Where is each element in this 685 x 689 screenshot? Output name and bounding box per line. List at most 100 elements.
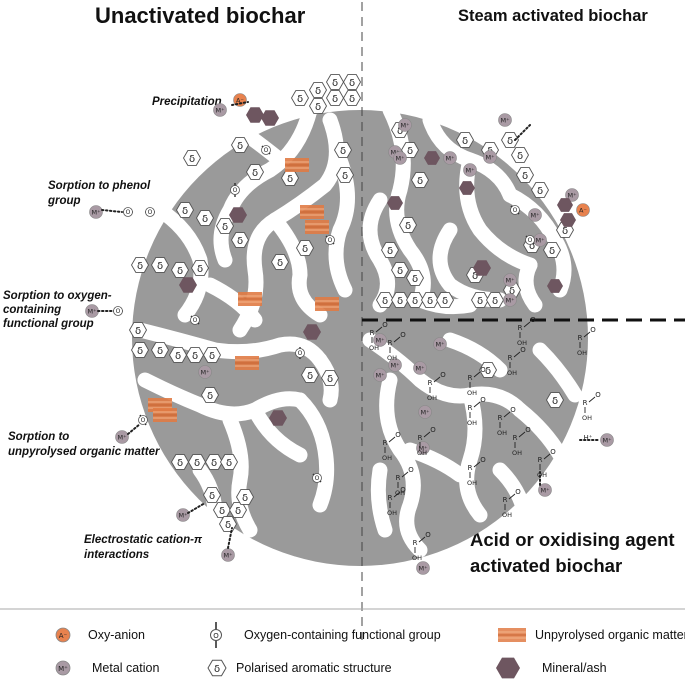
aromatic-icon xyxy=(290,90,310,106)
carboxyl-o-symbol: O xyxy=(440,371,446,379)
aromatic-icon xyxy=(515,167,535,183)
aromatic-symbol: δ xyxy=(209,491,215,502)
metal-cation-icon xyxy=(503,293,517,307)
aromatic-symbol: δ xyxy=(397,296,403,307)
carboxyl-bond xyxy=(433,376,441,383)
legend-metal-icon xyxy=(55,660,71,676)
metal-cation-icon xyxy=(416,561,430,575)
aromatic-symbol: δ xyxy=(342,171,348,182)
aromatic-symbol: δ xyxy=(509,286,515,297)
carboxyl-o-symbol: O xyxy=(525,426,531,434)
aromatic-icon xyxy=(400,142,420,158)
oxygen-group-icon xyxy=(525,235,535,245)
metal-cation-symbol: M⁺ xyxy=(505,297,514,305)
legend-unpyrolysed: Unpyrolysed organic matter xyxy=(498,628,685,642)
metal-cation-icon xyxy=(373,333,387,347)
metal-cation-symbol: M⁺ xyxy=(445,155,454,163)
aromatic-icon xyxy=(333,142,353,158)
aromatic-symbol: δ xyxy=(277,258,283,269)
aromatic-icon xyxy=(545,392,565,408)
carboxyl-oh-symbol: OH xyxy=(577,349,587,357)
legend: A⁻ Oxy-anion O Oxygen-containing functio… xyxy=(0,608,685,679)
aromatic-icon xyxy=(500,132,520,148)
mineral-icon xyxy=(269,410,287,426)
legend-metal-cation: M⁺ Metal cation xyxy=(55,660,159,676)
aromatic-symbol: δ xyxy=(175,351,181,362)
legend-mineral-label: Mineral/ash xyxy=(542,661,607,675)
metal-cation-icon xyxy=(538,483,552,497)
legend-anion-symbol: A⁻ xyxy=(59,632,68,640)
carboxyl-o-symbol: O xyxy=(408,466,414,474)
aromatic-symbol: δ xyxy=(412,296,418,307)
mineral-icon xyxy=(557,198,573,212)
oxygen-group-icon xyxy=(510,205,520,215)
metal-cation-symbol: M⁺ xyxy=(375,372,384,380)
metal-cation-icon xyxy=(413,361,427,375)
mineral-icon xyxy=(246,107,264,123)
oxy-anion-symbol: A⁻ xyxy=(236,97,244,105)
metal-cation-icon xyxy=(213,103,227,117)
carboxyl-oh-symbol: OH xyxy=(502,511,512,519)
metal-cation-icon xyxy=(503,273,517,287)
aromatic-icon xyxy=(530,182,550,198)
carboxyl-r-symbol: R xyxy=(538,456,543,464)
aromatic-symbol: δ xyxy=(226,458,232,469)
aromatic-symbol: δ xyxy=(287,174,293,185)
metal-cation-symbol: M⁺ xyxy=(535,237,544,245)
metal-cation-symbol: M⁺ xyxy=(375,337,384,345)
carboxyl-bond xyxy=(523,321,531,328)
carboxyl-oh-symbol: OH xyxy=(467,419,477,427)
carboxyl-o-symbol: O xyxy=(530,316,536,324)
aromatic-icon xyxy=(405,270,425,286)
aromatic-symbol: δ xyxy=(315,102,321,113)
carboxyl-r-symbol: R xyxy=(498,414,503,422)
aromatic-symbol: δ xyxy=(412,274,418,285)
aromatic-symbol: δ xyxy=(332,94,338,105)
aromatic-symbol: δ xyxy=(549,246,555,257)
metal-cation-symbol: M⁺ xyxy=(400,122,409,130)
carboxyl-o-symbol: O xyxy=(400,486,406,494)
aromatic-symbol: δ xyxy=(192,351,198,362)
carboxyl-r-symbol: R xyxy=(418,434,423,442)
metal-cation-symbol: M⁺ xyxy=(178,512,187,520)
carboxyl-bond xyxy=(543,453,551,460)
mineral-icon xyxy=(303,324,321,340)
carboxyl-o-symbol: O xyxy=(430,426,436,434)
aromatic-symbol: δ xyxy=(397,266,403,277)
aromatic-symbol: δ xyxy=(182,206,188,217)
oxygen-group-symbol: O xyxy=(148,209,153,216)
legend-unpyrolysed-label: Unpyrolysed organic matter xyxy=(535,628,685,642)
metal-cation-symbol: M⁺ xyxy=(540,487,549,495)
aromatic-symbol: δ xyxy=(442,296,448,307)
metal-cation-symbol: M⁺ xyxy=(200,369,209,377)
aromatic-symbol: δ xyxy=(302,244,308,255)
aromatic-icon xyxy=(510,147,530,163)
aromatic-symbol: δ xyxy=(297,94,303,105)
legend-aromatic-label: Polarised aromatic structure xyxy=(236,661,392,675)
legend-aromatic-symbol: δ xyxy=(214,664,220,675)
metal-cation-icon xyxy=(115,430,129,444)
aromatic-symbol: δ xyxy=(507,136,513,147)
aromatic-symbol: δ xyxy=(472,271,478,282)
aromatic-icon xyxy=(398,217,418,233)
carboxyl-oh-symbol: OH xyxy=(507,369,517,377)
interaction-dots xyxy=(231,101,249,106)
metal-cation-symbol: M⁺ xyxy=(435,341,444,349)
carboxyl-r-symbol: R xyxy=(468,464,473,472)
aromatic-icon xyxy=(325,90,345,106)
metal-cation-symbol: M⁺ xyxy=(395,155,404,163)
aromatic-icon xyxy=(542,242,562,258)
oxygen-group-icon xyxy=(190,315,200,325)
aromatic-symbol: δ xyxy=(225,520,231,531)
oxygen-group-icon xyxy=(145,207,155,217)
carboxyl-o-symbol: O xyxy=(382,321,388,329)
aromatic-symbol: δ xyxy=(222,222,228,233)
aromatic-symbol: δ xyxy=(537,186,543,197)
carboxyl-o-symbol: O xyxy=(595,391,601,399)
mineral-icon xyxy=(387,196,403,210)
oxygen-group-symbol: O xyxy=(264,147,269,154)
carboxyl-bond xyxy=(583,331,591,338)
